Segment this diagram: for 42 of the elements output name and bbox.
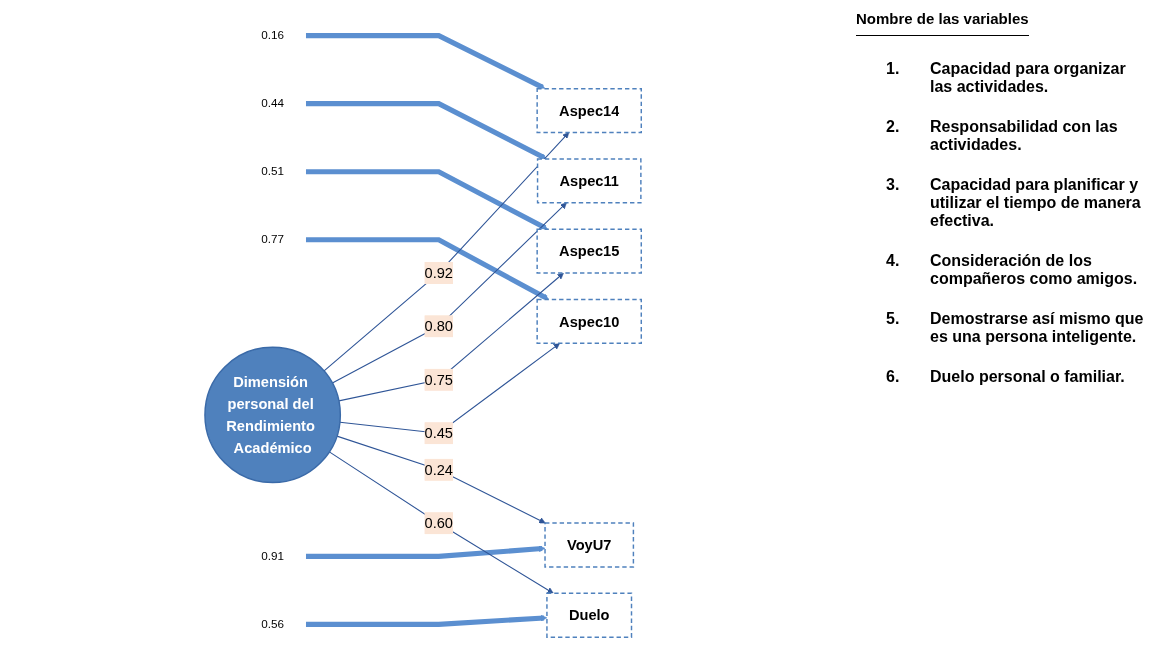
node-box: VoyU7	[544, 521, 635, 568]
node-circle: Dimensión personal del Rendimiento Académico	[204, 345, 341, 483]
edge-label: 0.80	[424, 317, 453, 334]
list-number: 2.	[885, 118, 901, 137]
variable-description: Consideración de los compañeros como amigos.	[930, 252, 1139, 288]
variable-description: Capacidad para organizar las actividades.	[930, 60, 1127, 96]
list-number: 3.	[885, 176, 901, 195]
variable-description: Duelo personal o familiar.	[930, 368, 1126, 386]
edge-label: 0.24	[424, 461, 453, 478]
variable-description: Demostrarse así mismo que es una persona inteligente.	[930, 310, 1145, 346]
arrow	[305, 236, 549, 300]
node-box: Duelo	[546, 592, 633, 638]
variable-description: Capacidad para planificar y utilizar el tiempo de manera efectiva.	[930, 176, 1142, 230]
arrow	[336, 435, 546, 523]
node-box: Aspec10	[536, 298, 642, 344]
edge-label: 0.45	[424, 424, 453, 441]
list-number: 4.	[885, 252, 901, 271]
arrow	[305, 100, 547, 160]
arrow	[338, 272, 564, 401]
arrow	[331, 202, 567, 384]
edge-label: 0.92	[424, 264, 453, 281]
arrow	[305, 168, 548, 230]
arrow	[339, 342, 560, 434]
list-number: 1.	[885, 60, 901, 79]
node-box: Aspec11	[536, 157, 642, 204]
list-number: 5.	[885, 310, 901, 329]
list-heading: Nombre de las variables	[856, 10, 1029, 36]
node-text: 0.16	[261, 28, 284, 41]
arrow	[328, 450, 554, 594]
node-box: Aspec15	[536, 227, 642, 274]
edge-label: 0.75	[424, 371, 453, 388]
node-text: 0.77	[261, 232, 284, 246]
arrow	[323, 131, 570, 371]
node-text: 0.51	[261, 164, 284, 178]
variable-description: Responsabilidad con las actividades.	[930, 118, 1119, 154]
arrow	[305, 32, 546, 90]
node-text: 0.91	[261, 549, 284, 562]
node-text: 0.44	[261, 96, 284, 110]
node-text: 0.56	[261, 617, 284, 630]
edge-label: 0.60	[424, 514, 453, 531]
node-box: Aspec14	[536, 87, 642, 133]
list-number: 6.	[885, 368, 901, 386]
